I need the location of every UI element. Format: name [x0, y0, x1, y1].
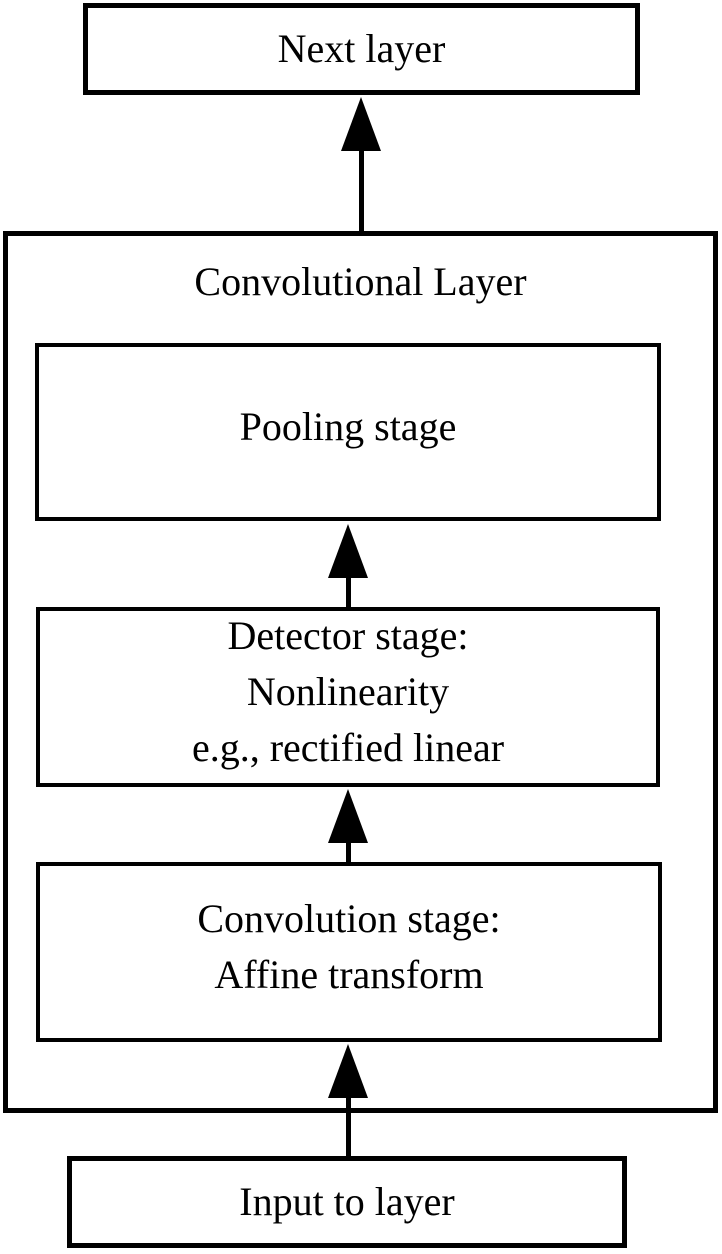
convolution-stage-label-line1: Convolution stage: — [197, 896, 501, 941]
convolutional-layer-title: Convolutional Layer — [194, 259, 527, 304]
next-layer-box: Next layer — [83, 3, 640, 95]
detector-stage-label-line3: e.g., rectified linear — [191, 725, 505, 770]
arrowhead-icon — [328, 524, 368, 578]
arrow-detector-to-pooling-icon — [328, 524, 368, 607]
arrow-input-to-convolution-icon — [328, 1044, 368, 1156]
arrow-convolution-to-detector-icon — [328, 789, 368, 862]
detector-stage-label-line2: Nonlinearity — [246, 669, 450, 714]
input-to-layer-box: Input to layer — [67, 1156, 627, 1248]
arrow-stem — [345, 1098, 351, 1156]
convolutional-layer-box: Convolutional Layer Pooling stage Detect… — [3, 231, 718, 1113]
pooling-stage-label: Pooling stage — [239, 404, 457, 449]
detector-stage-box: Detector stage: Nonlinearity e.g., recti… — [36, 607, 660, 787]
arrowhead-icon — [341, 97, 381, 151]
input-to-layer-label: Input to layer — [239, 1179, 455, 1224]
arrow-stem — [345, 843, 351, 862]
detector-stage-label-line1: Detector stage: — [227, 613, 469, 658]
convolution-stage-label-line2: Affine transform — [214, 952, 484, 997]
arrow-stem — [358, 151, 364, 231]
arrow-up-to-next-layer-icon — [341, 97, 381, 231]
next-layer-label: Next layer — [277, 26, 446, 71]
pooling-stage-box: Pooling stage — [35, 343, 661, 521]
arrowhead-icon — [328, 789, 368, 843]
convolution-stage-box: Convolution stage: Affine transform — [36, 862, 662, 1042]
arrow-stem — [345, 578, 351, 607]
arrowhead-icon — [328, 1044, 368, 1098]
